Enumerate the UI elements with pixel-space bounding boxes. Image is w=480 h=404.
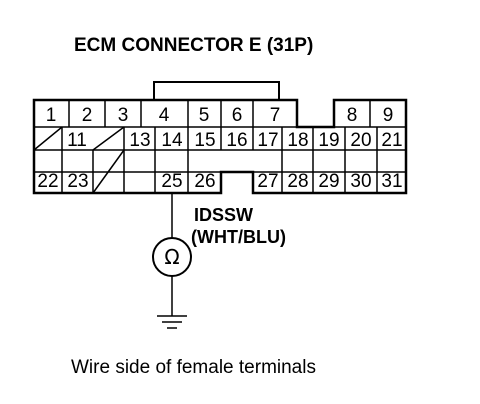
pin-17-label: 17 <box>257 130 278 151</box>
pin-6-label: 6 <box>232 105 243 126</box>
pin-25-label: 25 <box>161 171 182 192</box>
pin-1-label: 1 <box>46 105 57 126</box>
ohmmeter-icon: Ω <box>152 237 192 277</box>
pin-9-label: 9 <box>383 105 394 126</box>
wire-color-label: (WHT/BLU) <box>191 227 286 247</box>
wire-signal-label: IDSSW <box>194 205 253 225</box>
pin-11-label: 11 <box>67 130 87 151</box>
pin-numbers: 1 2 3 4 5 6 7 8 9 11 13 14 15 16 17 18 1… <box>37 105 402 192</box>
pin-4-label: 4 <box>159 105 170 126</box>
pin-3-label: 3 <box>118 105 129 126</box>
pin-21-label: 21 <box>381 130 402 151</box>
pin-2-label: 2 <box>82 105 93 126</box>
pin-19-label: 19 <box>318 130 339 151</box>
pin-15-label: 15 <box>194 130 215 151</box>
pin-7-label: 7 <box>270 105 281 126</box>
pin-18-label: 18 <box>287 130 308 151</box>
pin-23-label: 23 <box>67 171 88 192</box>
pin-13-label: 13 <box>129 130 150 151</box>
ground-icon <box>157 315 187 329</box>
pin-29-label: 29 <box>318 171 339 192</box>
pin-30-label: 30 <box>350 171 371 192</box>
pin-20-label: 20 <box>350 130 371 151</box>
pin-27-label: 27 <box>257 171 278 192</box>
diagram-caption: Wire side of female terminals <box>71 357 316 378</box>
pin-31-label: 31 <box>381 171 402 192</box>
pin-16-label: 16 <box>226 130 247 151</box>
pin-8-label: 8 <box>347 105 358 126</box>
pin-26-label: 26 <box>194 171 215 192</box>
ohm-symbol: Ω <box>164 245 179 269</box>
cavity-dividers <box>61 100 378 193</box>
pin-22-label: 22 <box>37 171 58 192</box>
pin-28-label: 28 <box>287 171 308 192</box>
connector-lock-tab <box>153 81 280 100</box>
pin-5-label: 5 <box>199 105 210 126</box>
row-dividers <box>34 126 406 173</box>
pin-14-label: 14 <box>161 130 183 151</box>
connector-title: ECM CONNECTOR E (31P) <box>74 35 313 56</box>
unused-cavity-slashes <box>33 126 125 194</box>
